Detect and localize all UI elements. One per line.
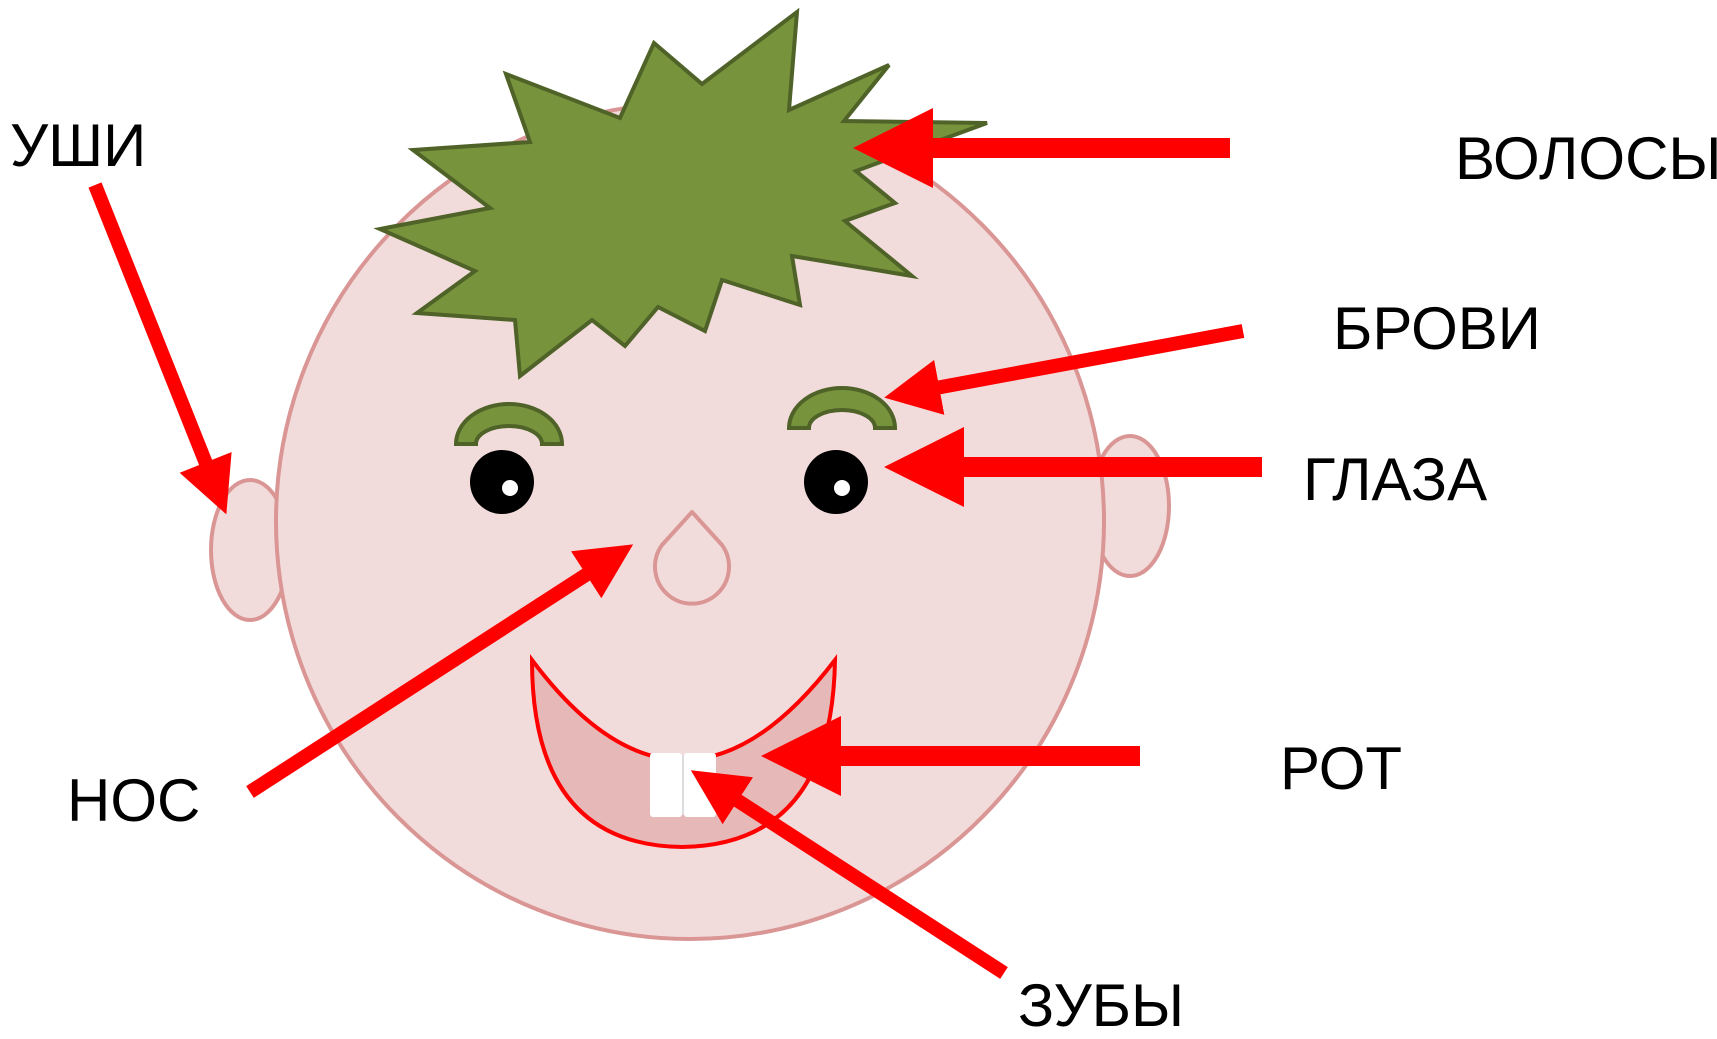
label-hair: ВОЛОСЫ <box>1455 129 1717 189</box>
label-eyes: ГЛАЗА <box>1303 450 1487 510</box>
tooth-left <box>650 753 682 817</box>
arrow-ears <box>95 185 217 491</box>
left-eye <box>470 450 534 514</box>
left-pupil <box>502 480 518 496</box>
right-eye <box>804 450 868 514</box>
label-teeth: ЗУБЫ <box>1018 976 1184 1036</box>
label-ears: УШИ <box>10 116 146 176</box>
tooth-right <box>684 753 716 817</box>
label-brows: БРОВИ <box>1333 299 1541 359</box>
right-pupil <box>834 480 850 496</box>
label-nose: НОС <box>67 771 200 831</box>
label-mouth: РОТ <box>1280 739 1402 799</box>
